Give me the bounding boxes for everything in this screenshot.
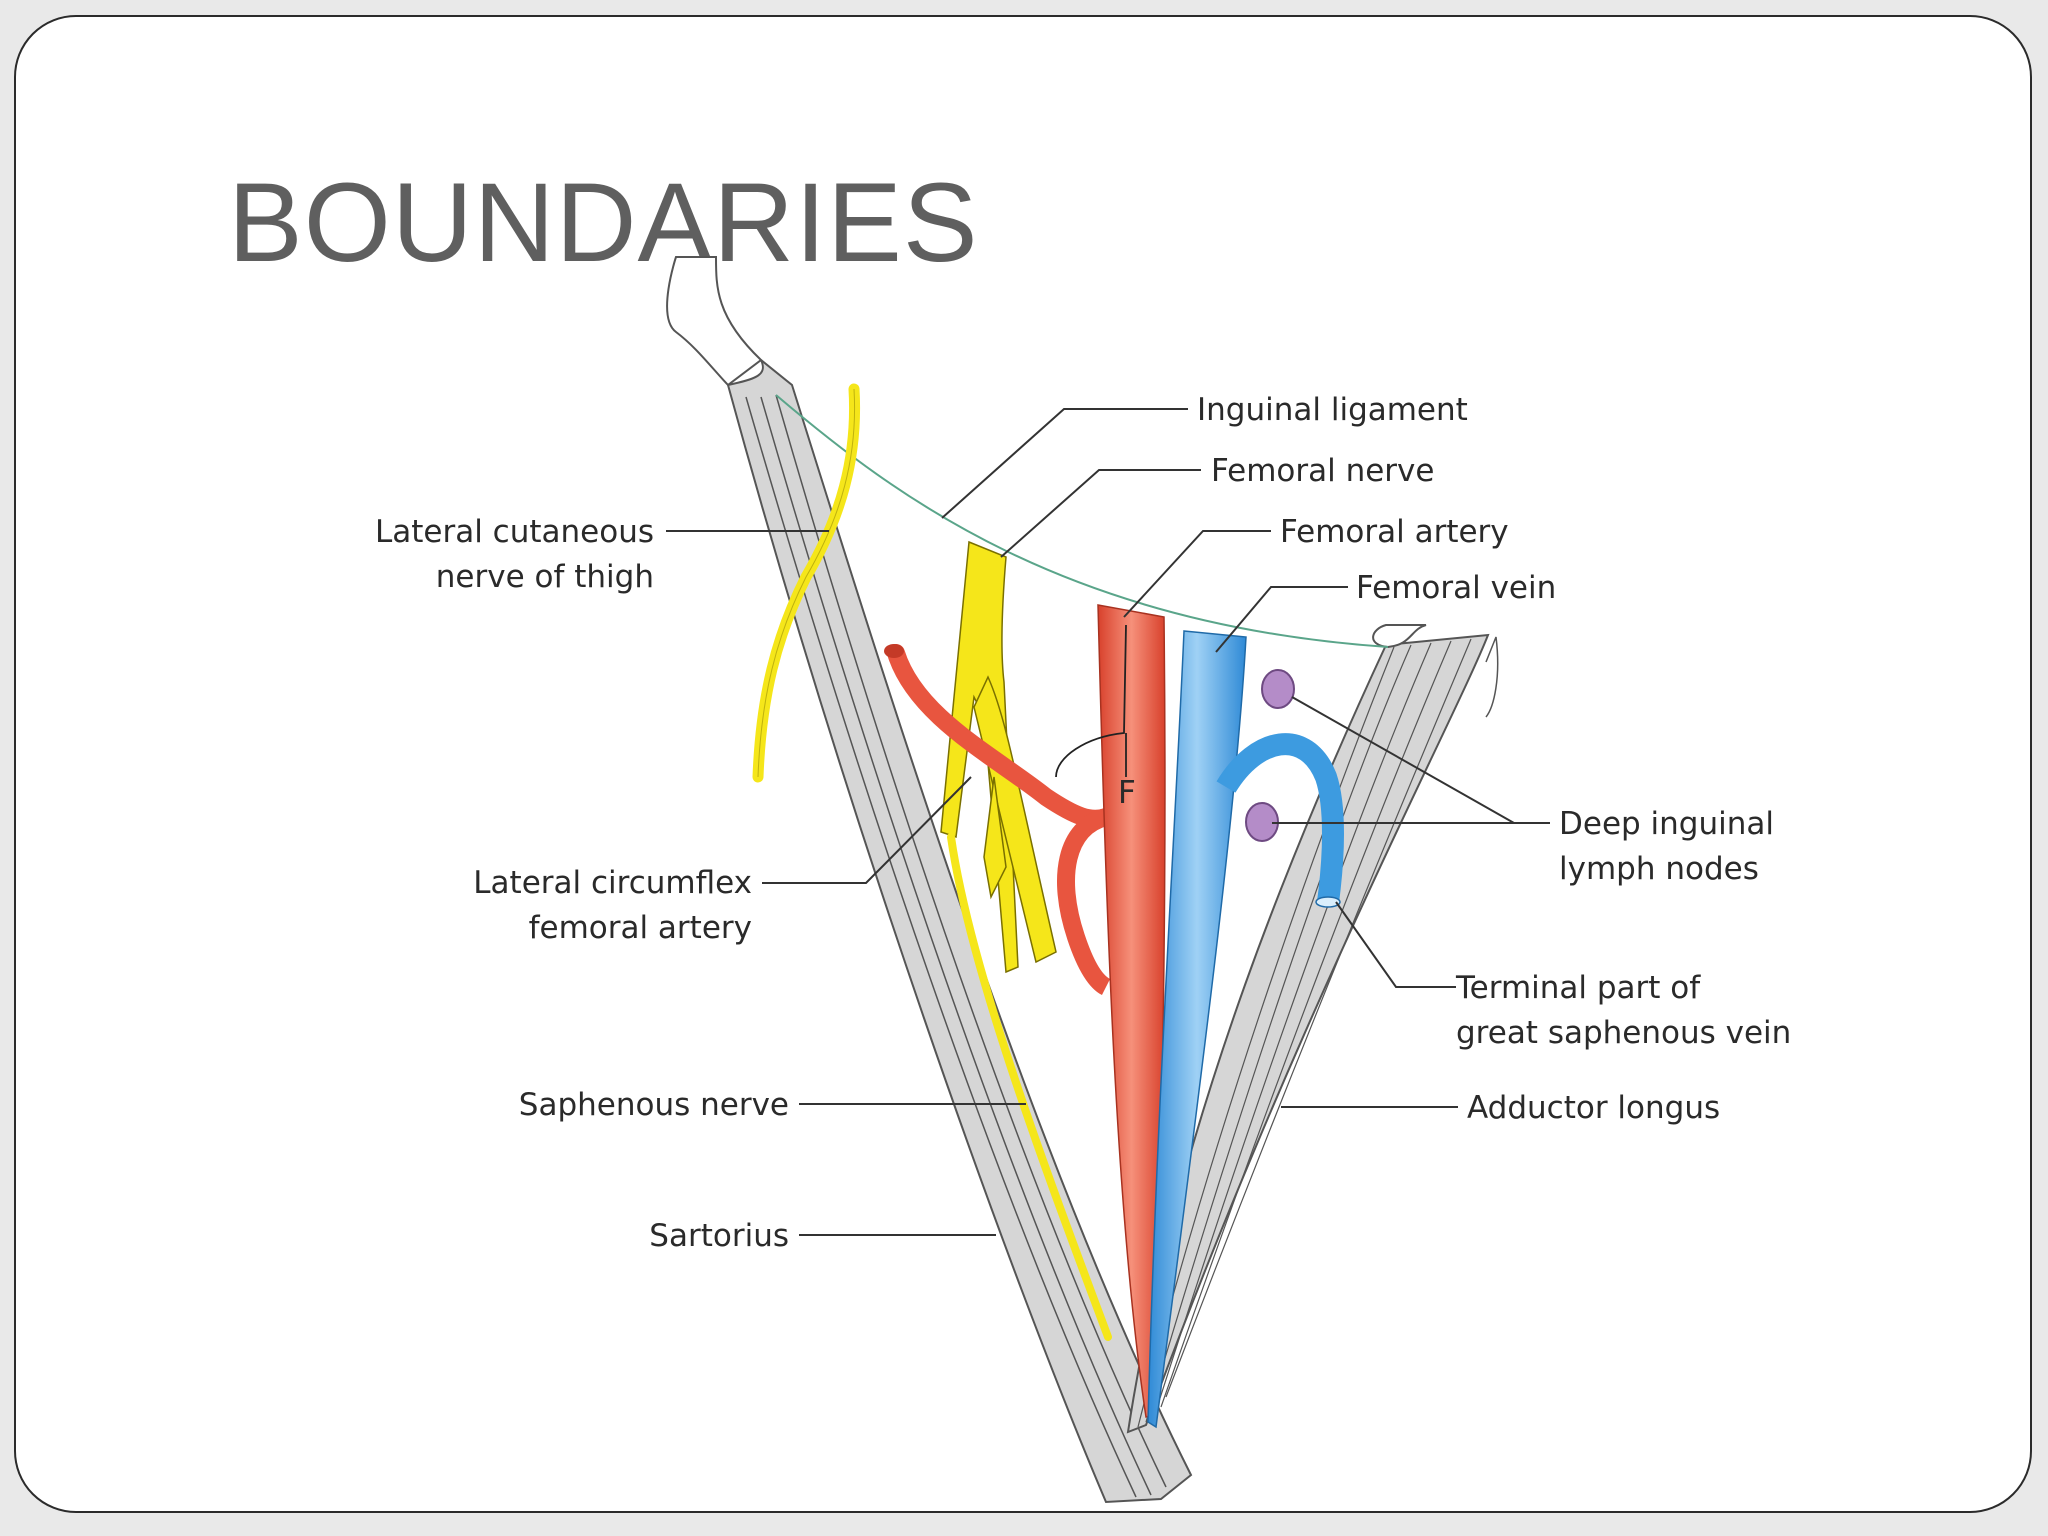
label-deep-inguinal-1: Deep inguinal: [1559, 806, 1774, 842]
label-femoral-nerve: Femoral nerve: [1211, 453, 1434, 489]
slide-title: BOUNDARIES: [228, 160, 979, 285]
femoral-triangle-diagram: F Inguinal ligament Femoral nerve Femora…: [375, 256, 1791, 1504]
label-sartorius: Sartorius: [649, 1218, 789, 1254]
label-lateral-circumflex-1: Lateral circumflex: [473, 865, 752, 901]
label-terminal-gsv-1: Terminal part of: [1455, 970, 1701, 1006]
great-saphenous-vein: [1216, 733, 1344, 904]
label-inguinal-ligament: Inguinal ligament: [1197, 392, 1468, 428]
label-femoral-vein: Femoral vein: [1356, 570, 1556, 606]
slide: BOUNDARIES: [14, 15, 2032, 1513]
adductor-longus-muscle: [1126, 624, 1499, 1434]
label-deep-inguinal-2: lymph nodes: [1559, 851, 1759, 887]
label-terminal-gsv-2: great saphenous vein: [1456, 1015, 1791, 1051]
label-adductor-longus: Adductor longus: [1467, 1090, 1720, 1126]
saphenous-nerve: [947, 833, 1112, 1341]
femoral-canal-marker: F: [1118, 775, 1136, 811]
label-lateral-circumflex-2: femoral artery: [529, 910, 752, 946]
label-lateral-cutaneous-1: Lateral cutaneous: [375, 514, 654, 550]
label-lateral-cutaneous-2: nerve of thigh: [436, 559, 654, 595]
sartorius-muscle: [666, 256, 1193, 1504]
lymph-node-upper: [1261, 669, 1295, 709]
leader-lines: [666, 408, 1550, 1236]
femoral-vein: [1147, 630, 1247, 1429]
femoral-nerve: [940, 540, 1057, 974]
label-saphenous-nerve: Saphenous nerve: [519, 1087, 789, 1123]
label-femoral-artery: Femoral artery: [1280, 514, 1509, 550]
